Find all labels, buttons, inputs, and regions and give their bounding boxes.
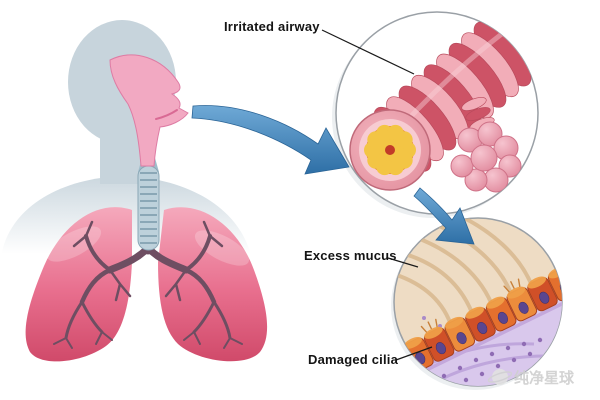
label-damaged-cilia: Damaged cilia [308, 352, 399, 367]
airway-cross-section [349, 109, 431, 191]
trachea [137, 157, 160, 251]
mucosa-inset [391, 217, 563, 390]
watermark: 纯净星球 [487, 369, 575, 387]
irritated-airway-line [321, 29, 415, 75]
submucosa-dots [441, 337, 543, 383]
right-lung [25, 207, 132, 362]
label-lines [321, 29, 433, 361]
watermark-text: 纯净星球 [514, 369, 575, 387]
label-irritated-airway: Irritated airway [224, 19, 320, 34]
planet-icon [487, 369, 513, 385]
bronchial-tree [53, 220, 243, 349]
lungs [25, 207, 268, 362]
label-excess-mucus: Excess mucus [304, 248, 397, 263]
left-lung [158, 207, 268, 362]
excess-mucus-line [387, 257, 419, 268]
airway-inset [332, 11, 539, 218]
alveoli-cluster [450, 121, 522, 193]
nasal-passage [109, 54, 189, 167]
detail-zoom-arrow [413, 187, 475, 245]
airflow-zoom-arrow [191, 105, 350, 175]
damaged-cilia-line [395, 346, 433, 361]
damaged-cilia-stubs [420, 278, 521, 333]
epithelial-cell-band [403, 266, 562, 379]
